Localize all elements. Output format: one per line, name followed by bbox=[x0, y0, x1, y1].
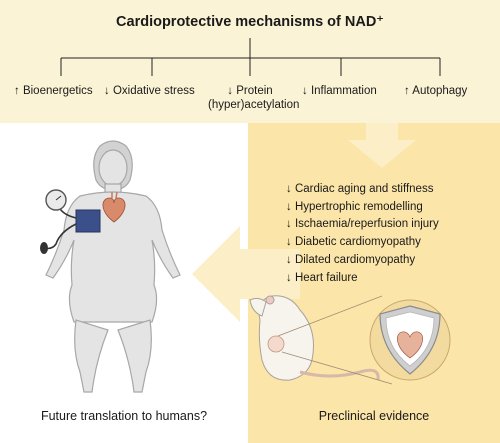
mechanism-connector-tree bbox=[60, 38, 441, 76]
mechanism-label-line2: (hyper)acetylation bbox=[208, 99, 300, 111]
human-figure-icon bbox=[45, 140, 181, 393]
mouse-icon bbox=[249, 295, 380, 381]
mechanism-label: ↓ Protein bbox=[227, 85, 273, 97]
mechanism-autophagy: ↑ Autophagy bbox=[404, 84, 467, 98]
mechanism-protein-acetylation: ↓ Protein (hyper)acetylation bbox=[208, 84, 300, 112]
mechanism-label: ↓ Inflammation bbox=[302, 85, 377, 97]
mechanism-label: ↑ Bioenergetics bbox=[14, 85, 93, 97]
mechanism-oxidative-stress: ↓ Oxidative stress bbox=[104, 84, 195, 98]
diagram-title: Cardioprotective mechanisms of NAD⁺ bbox=[116, 14, 384, 30]
outcome-item: ↓ Dilated cardiomyopathy bbox=[286, 253, 416, 266]
outcome-item: ↓ Ischaemia/reperfusion injury bbox=[286, 218, 439, 231]
down-arrow bbox=[348, 123, 416, 168]
shield-heart-icon bbox=[369, 299, 451, 381]
mechanism-inflammation: ↓ Inflammation bbox=[302, 84, 377, 98]
magnification-lines bbox=[277, 295, 393, 385]
mechanism-label: ↑ Autophagy bbox=[404, 85, 468, 97]
outcome-item: ↓ Heart failure bbox=[286, 271, 358, 284]
mechanism-label: ↓ Oxidative stress bbox=[104, 85, 195, 97]
blood-pressure-cuff-icon bbox=[40, 189, 101, 254]
heart-icon bbox=[102, 191, 126, 223]
mechanism-bioenergetics: ↑ Bioenergetics bbox=[14, 84, 93, 98]
outcome-item: ↓ Diabetic cardiomyopathy bbox=[286, 236, 421, 249]
preclinical-caption: Preclinical evidence bbox=[318, 409, 430, 423]
outcome-item: ↓ Cardiac aging and stiffness bbox=[286, 183, 434, 195]
preclinical-outcome-list: ↓ Cardiac aging and stiffness ↓ Hypertro… bbox=[286, 181, 439, 287]
human-caption: Future translation to humans? bbox=[40, 409, 208, 423]
outcome-item: ↓ Hypertrophic remodelling bbox=[286, 200, 423, 213]
